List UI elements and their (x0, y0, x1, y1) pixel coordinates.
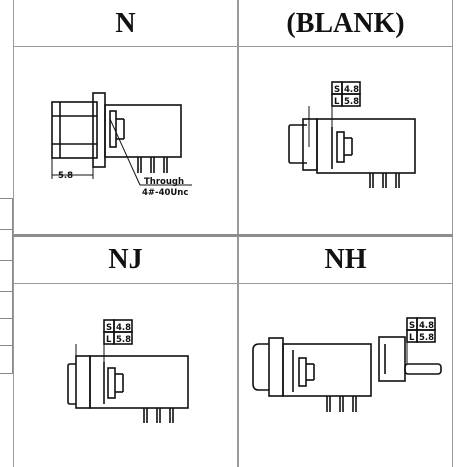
header-blank: (BLANK) (286, 8, 405, 39)
header-nh: NH (324, 244, 367, 275)
nj-s-value: 4.8 (116, 323, 131, 333)
drawing-nh: S 4.8 L 5.8 (252, 317, 442, 412)
nh-s-value: 4.8 (419, 321, 434, 331)
blank-s-label: S (334, 85, 340, 95)
column-divider (237, 0, 239, 467)
blank-s-value: 4.8 (344, 85, 359, 95)
header-divider-bottom (13, 283, 453, 284)
n-callout-through: Through (144, 177, 184, 187)
drawing-blank: S 4.8 L 5.8 (288, 81, 416, 188)
nj-l-value: 5.8 (116, 335, 131, 345)
n-dimension-label: 5.8 (58, 171, 73, 181)
header-divider-top (13, 46, 453, 47)
row-divider (13, 234, 453, 237)
left-stub-table (0, 198, 13, 374)
nh-s-label: S (409, 321, 415, 331)
nh-l-label: L (409, 333, 415, 343)
nj-l-label: L (106, 335, 112, 345)
blank-l-value: 5.8 (344, 97, 359, 107)
nh-l-value: 5.8 (419, 333, 434, 343)
header-nj: NJ (108, 244, 143, 275)
table-border-right (452, 0, 453, 467)
blank-l-label: L (334, 97, 340, 107)
header-n: N (115, 8, 136, 39)
table-border-left (13, 0, 14, 467)
drawing-nj: S 4.8 L 5.8 (67, 319, 189, 423)
n-callout-thread: 4#-40Unc (142, 188, 188, 198)
nj-s-label: S (106, 323, 112, 333)
drawing-n: 5.8 Through 4#-40Unc (51, 92, 192, 198)
